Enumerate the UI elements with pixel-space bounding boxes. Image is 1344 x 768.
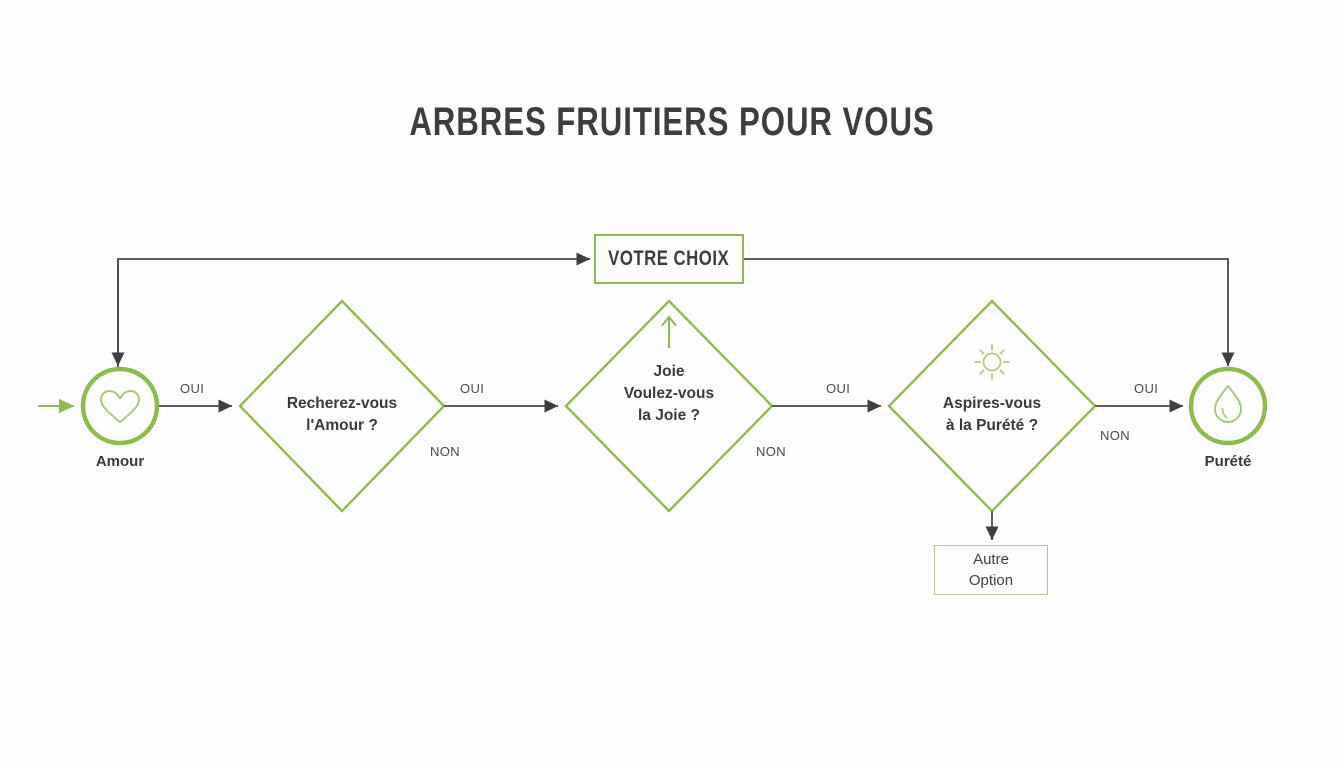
node-purete-label: Purété [1204, 453, 1252, 470]
edge-loop-right [744, 258, 1235, 367]
water-droplet-icon [1214, 385, 1242, 423]
edge-label-oui-1: OUI [180, 381, 205, 396]
up-arrow-icon [661, 316, 677, 348]
edge-label-oui-2: OUI [460, 381, 485, 396]
decision-amour-line1: Recherez-vous [286, 395, 398, 412]
node-amour-label: Amour [95, 453, 145, 470]
sun-icon [974, 344, 1010, 380]
edge-label-oui-4: OUI [1134, 381, 1159, 396]
page-title: ARBRES FRUITIERS POUR VOUS [409, 100, 935, 144]
decision-joie-diamond[interactable] [564, 299, 774, 513]
edge-label-non-1: NON [430, 444, 461, 459]
node-amour-circle[interactable] [80, 366, 160, 446]
decision-amour-diamond[interactable] [238, 299, 446, 513]
decision-joie-text: Joie Voulez-vous la Joie ? [569, 361, 769, 427]
decision-joie-line3: la Joie ? [637, 407, 701, 424]
decision-joie-line2: Voulez-vous [623, 385, 715, 402]
water-droplet-highlight-icon [1221, 407, 1228, 419]
autre-option-line2: Option [968, 572, 1014, 589]
votre-choix-box[interactable]: VOTRE CHOIX [594, 234, 744, 284]
heart-icon [100, 390, 140, 423]
edge-label-oui-3: OUI [826, 381, 851, 396]
edge-label-non-3: NON [1100, 428, 1131, 443]
decision-purete-text: Aspires-vous à la Purété ? [892, 393, 1092, 437]
autre-option-line1: Autre [973, 551, 1009, 568]
votre-choix-label: VOTRE CHOIX [608, 247, 730, 270]
edge-label-non-2: NON [756, 444, 787, 459]
decision-joie-line1: Joie [653, 363, 685, 380]
autre-option-box[interactable]: Autre Option [934, 545, 1048, 595]
decision-amour-line2: l'Amour ? [306, 417, 378, 434]
node-purete-circle[interactable] [1188, 366, 1268, 446]
decision-purete-line1: Aspires-vous [942, 395, 1042, 412]
decision-amour-text: Recherez-vous l'Amour ? [242, 393, 442, 437]
decision-purete-line2: à la Purété ? [945, 417, 1039, 434]
